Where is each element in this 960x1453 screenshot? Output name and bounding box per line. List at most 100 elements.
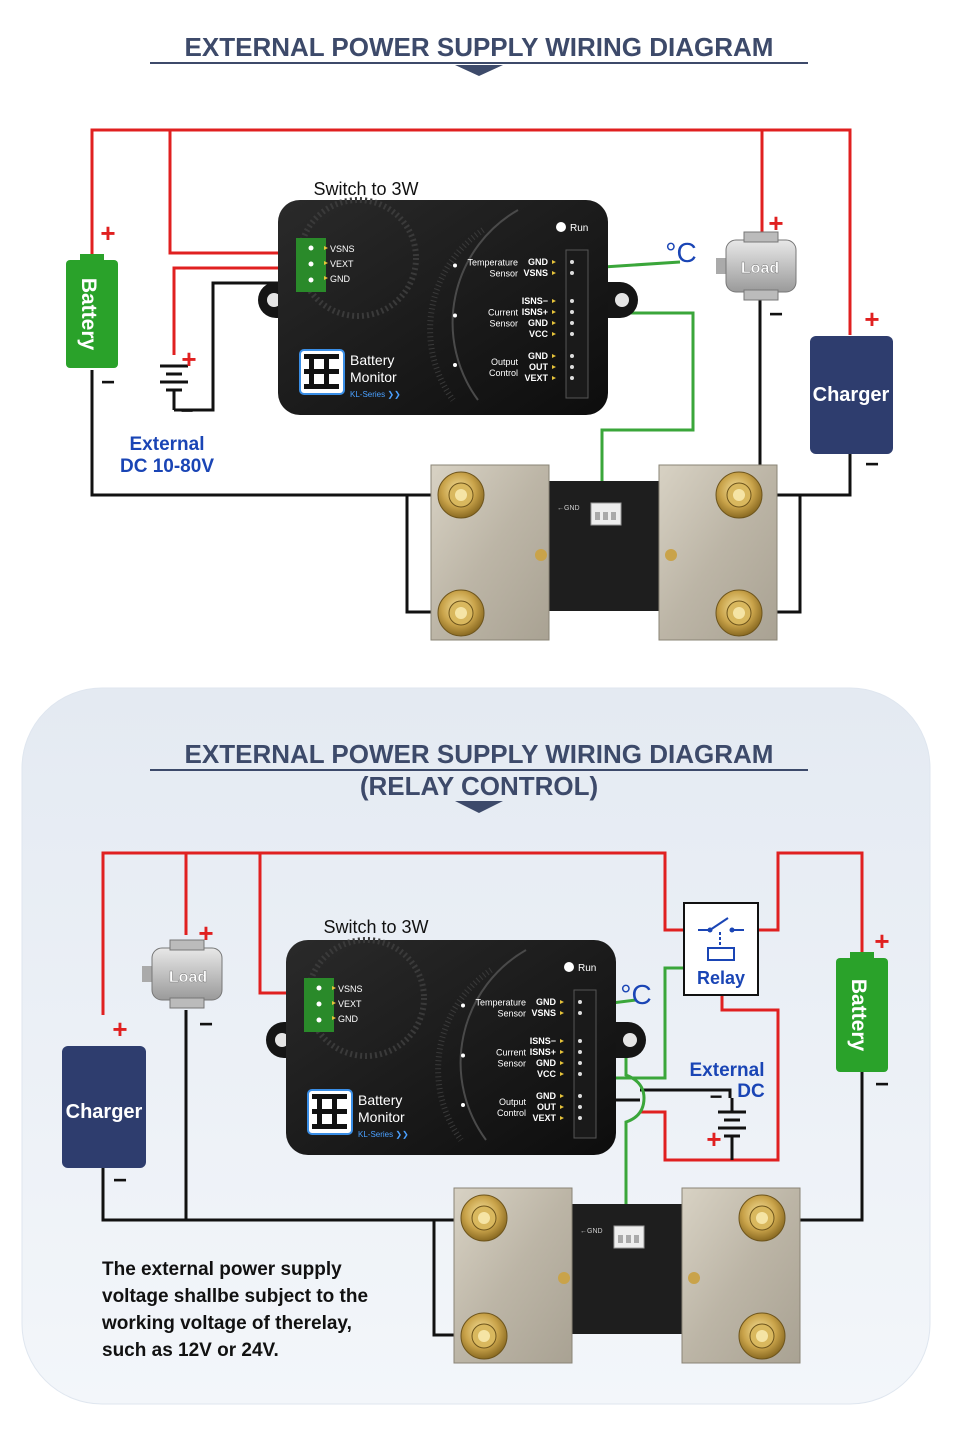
svg-text:Battery: Battery [847, 979, 870, 1052]
pin-icon [603, 512, 608, 520]
section-2: EXTERNAL POWER SUPPLY WIRING DIAGRAM (RE… [62, 739, 890, 1364]
pin-label: VEXT [524, 373, 548, 383]
bullet-icon [453, 363, 457, 367]
svg-text:−: − [101, 369, 115, 396]
pin-label: GND [536, 997, 557, 1007]
pin-icon [570, 310, 574, 314]
section2-title: EXTERNAL POWER SUPPLY WIRING DIAGRAM [185, 739, 774, 769]
mount-hole-icon [275, 1033, 289, 1047]
svg-text:Relay: Relay [697, 968, 745, 988]
temperature-symbol: °C [665, 237, 696, 268]
pin-icon [618, 1235, 623, 1243]
group-label: Output [491, 357, 519, 367]
pin-icon [570, 332, 574, 336]
pin-label: OUT [529, 362, 549, 372]
shunt: ←GND [430, 464, 778, 641]
terminal-center-icon [455, 489, 467, 501]
dial-arc-icon [427, 227, 485, 402]
battery: Battery + − [66, 218, 118, 396]
pin-label: GND [330, 274, 351, 284]
dial-arc-icon [451, 209, 519, 401]
pin-icon [308, 245, 314, 251]
section1-title: EXTERNAL POWER SUPPLY WIRING DIAGRAM [185, 32, 774, 62]
pin-label: GND [536, 1058, 557, 1068]
switch-label: Switch to 3W [313, 179, 418, 199]
pin-icon [570, 376, 574, 380]
screw-icon [535, 549, 547, 561]
pin-icon [578, 1072, 582, 1076]
arrow-icon [552, 260, 556, 264]
pin-icon [578, 1039, 582, 1043]
pin-label: VEXT [532, 1113, 556, 1123]
arrow-icon [560, 1094, 564, 1098]
arrow-icon [552, 310, 556, 314]
arrow-icon [560, 1000, 564, 1004]
external-dc-source [718, 1098, 746, 1160]
group-label: Temperature [467, 258, 518, 268]
svg-text:−: − [769, 301, 783, 328]
section2-subtitle: (RELAY CONTROL) [360, 771, 598, 801]
bullet-icon [453, 263, 457, 268]
pin-label: GND [536, 1091, 557, 1101]
svg-text:+: + [112, 1014, 127, 1044]
arrow-icon [552, 354, 556, 358]
pin-label: VSNS [330, 244, 355, 254]
screw-icon [558, 1272, 570, 1284]
section-1: EXTERNAL POWER SUPPLY WIRING DIAGRAM Swi… [66, 32, 893, 641]
terminal-center-icon [756, 1330, 768, 1342]
svg-text:+: + [181, 344, 196, 374]
load-motor-icon: Load + − [142, 918, 223, 1038]
pin-label: VSNS [531, 1008, 556, 1018]
svg-text:+: + [768, 208, 783, 238]
group-label: Control [489, 368, 518, 378]
pin-label: ISNS− [530, 1036, 556, 1046]
run-led-icon [556, 222, 566, 232]
svg-text:such as 12V or 24V.: such as 12V or 24V. [102, 1340, 279, 1361]
pin-icon [578, 1000, 582, 1004]
pin-label: GND [528, 351, 549, 361]
shunt: ←GND [453, 1187, 801, 1364]
svg-text:working voltage of therelay,: working voltage of therelay, [101, 1313, 352, 1334]
bullet-icon [461, 1053, 465, 1058]
brand-label: Battery [358, 1092, 402, 1108]
pin-label: ISNS+ [530, 1047, 556, 1057]
pin-icon [570, 321, 574, 325]
run-label: Run [570, 223, 588, 234]
svg-text:−: − [181, 398, 194, 423]
terminal-center-icon [733, 489, 745, 501]
terminal-center-icon [756, 1212, 768, 1224]
qr-code-icon [299, 349, 345, 395]
arrow-icon [560, 1039, 564, 1043]
svg-text:The external power supply: The external power supply [102, 1259, 342, 1280]
svg-text:+: + [706, 1124, 721, 1154]
bullet-icon [453, 313, 457, 318]
svg-text:Charger: Charger [66, 1101, 143, 1123]
arrow-icon [552, 365, 556, 369]
pin-icon [578, 1011, 582, 1015]
svg-text:Load: Load [169, 969, 207, 986]
arrow-icon [552, 271, 556, 275]
external-label-line2: DC [737, 1081, 765, 1102]
note-text: The external power supply voltage shallb… [101, 1259, 368, 1361]
pin-icon [578, 1116, 582, 1120]
terminal-center-icon [733, 607, 745, 619]
mount-hole-icon [615, 293, 629, 307]
pin-label: GND [528, 257, 549, 267]
arrow-icon [560, 1105, 564, 1109]
pin-icon [316, 1001, 322, 1007]
monitor-body [278, 200, 608, 415]
arrow-icon [560, 1116, 564, 1120]
battery-monitor: VSNSVEXTGNDRunGNDVSNSTemperatureSensorIS… [258, 197, 638, 415]
brand-label: Monitor [358, 1109, 405, 1125]
svg-text:+: + [864, 304, 879, 334]
temperature-symbol: °C [620, 979, 651, 1010]
pin-label: VSNS [338, 984, 363, 994]
screw-icon [665, 549, 677, 561]
port-label: ←GND [580, 1228, 603, 1235]
arrow-icon [560, 1011, 564, 1015]
terminal-center-icon [455, 607, 467, 619]
pin-icon [611, 512, 616, 520]
dial-arc-icon [459, 949, 527, 1141]
relay: Relay [683, 902, 759, 996]
pin-label: VSNS [523, 268, 548, 278]
